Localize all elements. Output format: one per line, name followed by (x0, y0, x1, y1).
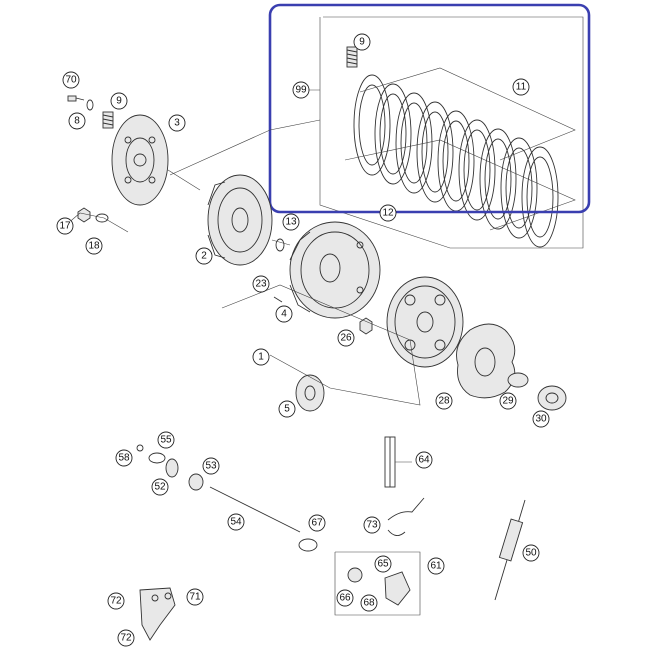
svg-text:30: 30 (535, 414, 547, 425)
svg-text:52: 52 (154, 482, 166, 493)
callout-61: 61 (427, 557, 445, 575)
callout-9-kit: 9 (353, 33, 371, 51)
callout-50: 50 (522, 544, 540, 562)
svg-text:8: 8 (74, 116, 80, 127)
callout-23: 23 (252, 275, 270, 293)
callout-12: 12 (379, 204, 397, 222)
selection-highlight-box (268, 3, 591, 214)
clutch-cable-hose (387, 497, 425, 536)
svg-text:67: 67 (311, 518, 323, 529)
washer-13 (275, 238, 285, 252)
grease-syringe (494, 499, 526, 601)
svg-text:68: 68 (363, 598, 375, 609)
callout-1: 1 (252, 348, 270, 366)
collar (537, 385, 567, 411)
callout-3: 3 (168, 114, 186, 132)
callout-2: 2 (195, 247, 213, 265)
callout-28: 28 (435, 392, 453, 410)
callout-9-spring: 9 (110, 92, 128, 110)
small-gear (295, 374, 325, 412)
nut-washer (65, 207, 129, 233)
push-rod-parts (136, 444, 204, 491)
svg-text:17: 17 (59, 221, 71, 232)
callout-71: 71 (186, 588, 204, 606)
washer-8 (86, 99, 94, 111)
nut-26 (359, 317, 373, 335)
callout-52: 52 (151, 478, 169, 496)
release-lever (139, 587, 176, 641)
callout-64: 64 (415, 451, 433, 469)
svg-text:28: 28 (438, 396, 450, 407)
callout-13: 13 (282, 213, 300, 231)
svg-text:23: 23 (255, 279, 267, 290)
bolt (67, 95, 85, 102)
clutch-inner-hub (207, 174, 291, 266)
callout-54: 54 (227, 513, 245, 531)
callout-17: 17 (56, 217, 74, 235)
callout-58: 58 (115, 449, 133, 467)
svg-text:55: 55 (160, 435, 172, 446)
pressure-spring (102, 111, 114, 129)
svg-text:29: 29 (502, 396, 514, 407)
screw-23 (273, 296, 283, 303)
svg-text:13: 13 (285, 217, 297, 228)
svg-text:72: 72 (120, 633, 132, 644)
callout-73: 73 (363, 516, 381, 534)
callout-8: 8 (68, 112, 86, 130)
svg-text:3: 3 (174, 118, 180, 129)
svg-text:65: 65 (377, 559, 389, 570)
clutch-outer-basket (289, 221, 381, 319)
callout-70: 70 (62, 71, 80, 89)
callout-72-top: 72 (107, 592, 125, 610)
callout-53: 53 (202, 457, 220, 475)
svg-text:18: 18 (88, 241, 100, 252)
primary-gear (386, 276, 464, 368)
clutch-spring-kit (346, 46, 358, 68)
callout-68: 68 (360, 594, 378, 612)
damper-disc (456, 323, 516, 399)
svg-text:2: 2 (201, 251, 207, 262)
callout-4: 4 (275, 305, 293, 323)
callout-29: 29 (499, 392, 517, 410)
callout-26: 26 (337, 329, 355, 347)
o-ring (298, 538, 318, 552)
needle-bearing (507, 372, 529, 388)
svg-text:9: 9 (359, 37, 365, 48)
adjuster-screw (384, 436, 412, 488)
push-rod (209, 486, 301, 533)
slave-cylinder-kit (334, 551, 421, 616)
svg-text:71: 71 (189, 592, 201, 603)
svg-text:1: 1 (258, 352, 264, 363)
svg-text:61: 61 (430, 561, 442, 572)
callout-67: 67 (308, 514, 326, 532)
svg-text:12: 12 (382, 208, 394, 219)
clutch-plates (344, 67, 576, 248)
callout-66: 66 (336, 589, 354, 607)
svg-text:53: 53 (205, 461, 217, 472)
svg-text:58: 58 (118, 453, 130, 464)
svg-text:73: 73 (366, 520, 378, 531)
svg-text:70: 70 (65, 75, 77, 86)
callout-55: 55 (157, 431, 175, 449)
callout-99: 99 (292, 81, 310, 99)
callout-5: 5 (278, 400, 296, 418)
svg-text:26: 26 (340, 333, 352, 344)
svg-text:9: 9 (116, 96, 122, 107)
svg-text:4: 4 (281, 309, 287, 320)
svg-text:11: 11 (516, 82, 527, 93)
svg-text:54: 54 (230, 517, 242, 528)
callout-65: 65 (374, 555, 392, 573)
svg-text:99: 99 (295, 85, 307, 96)
svg-text:66: 66 (339, 593, 351, 604)
svg-text:5: 5 (284, 404, 290, 415)
callout-11: 11 (512, 78, 530, 96)
callout-30: 30 (532, 410, 550, 428)
svg-text:64: 64 (418, 455, 430, 466)
pressure-plate (111, 114, 201, 206)
svg-text:72: 72 (110, 596, 122, 607)
callout-18: 18 (85, 237, 103, 255)
svg-text:50: 50 (525, 548, 537, 559)
callout-72-bottom: 72 (117, 629, 135, 647)
